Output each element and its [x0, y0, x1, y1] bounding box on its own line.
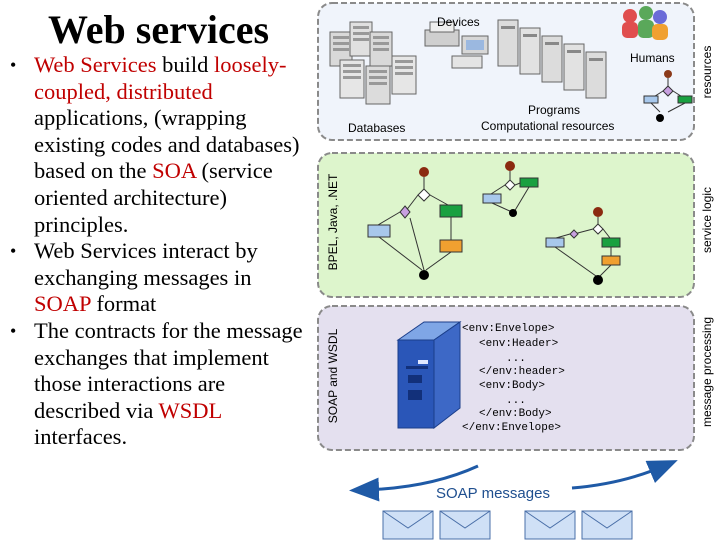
bullet-1-seg-5: SOA [152, 158, 196, 184]
workflow-diagram-3 [545, 207, 621, 285]
bullet-1-seg-3: loosely-coupled, distributed [34, 52, 287, 104]
message-envelopes [382, 510, 633, 540]
computational-resources-label: Computational resources [481, 119, 614, 133]
database-servers-icon [329, 21, 417, 105]
code-line-8: </env:Envelope> [462, 422, 561, 434]
code-line-2: <env:Header> [479, 338, 558, 350]
databases-label: Databases [348, 121, 405, 135]
bullet-dot-icon: • [10, 320, 17, 341]
devices-icon [424, 21, 489, 69]
soap-wsdl-label: SOAP and WSDL [326, 328, 340, 423]
code-line-5: <env:Body> [479, 380, 545, 392]
code-line-1: <env:Envelope> [462, 323, 554, 335]
bullet-3-text: The contracts for the message exchanges … [34, 318, 303, 449]
bullet-3-seg-1: The contracts for the message exchanges … [34, 317, 303, 423]
bullet-1-seg-6: (service oriented architecture) principl… [34, 158, 273, 237]
bullet-web-services-build: • Web Services build loosely-coupled, dis… [8, 52, 308, 238]
envelope-icon [581, 510, 633, 540]
resources-side-label: resources [700, 46, 714, 99]
bullet-dot-icon: • [10, 241, 17, 262]
bullet-1-seg-4: applications, (wrapping existing codes a… [34, 105, 300, 184]
bullet-1-seg-2: build [156, 52, 215, 77]
programs-flow-icon [643, 70, 693, 122]
envelope-icon [439, 510, 491, 540]
code-line-4: </env:header> [479, 366, 565, 378]
workflow-diagram-2 [482, 161, 539, 217]
code-line-3: ... [506, 353, 526, 365]
resources-panel [317, 2, 695, 141]
bullet-1-text: Web Services build loosely-coupled, dist… [34, 52, 300, 237]
humans-label: Humans [630, 51, 675, 65]
bullet-2-text: Web Services interact by exchanging mess… [34, 238, 258, 316]
bullet-list: • Web Services build loosely-coupled, dis… [8, 52, 308, 451]
service-logic-side-label: service logic [700, 187, 714, 253]
left-arrow-icon [349, 464, 479, 502]
soap-envelope-code: <env:Envelope> <env:Header> ... </env:he… [462, 323, 565, 434]
bullet-interact-messages: • Web Services interact by exchanging mes… [8, 238, 308, 318]
bullet-dot-icon: • [10, 55, 17, 75]
service-logic-panel [317, 152, 695, 298]
bullet-2-seg-3: format [90, 291, 157, 317]
bullet-contracts-wsdl: • The contracts for the message exchanges… [8, 318, 308, 451]
message-processing-side-label: message processing [700, 317, 714, 427]
bullet-3-seg-3: interfaces. [34, 424, 128, 450]
workflow-diagram-1 [367, 167, 463, 280]
humans-icon [622, 6, 668, 40]
computational-servers-icon [497, 19, 607, 99]
code-line-7: </env:Body> [479, 408, 552, 420]
soap-messages-label: SOAP messages [436, 485, 550, 502]
bullet-3-seg-2: WSDL [158, 397, 222, 423]
devices-label: Devices [437, 15, 480, 29]
bullet-2-seg-1: Web Services interact by exchanging mess… [34, 238, 258, 290]
right-arrow-icon [571, 460, 678, 490]
server-box-icon [396, 321, 462, 430]
bullet-1-seg-1: Web Services [34, 52, 157, 77]
code-line-6: ... [506, 395, 526, 407]
envelope-icon [524, 510, 576, 540]
bullet-2-seg-2: SOAP [34, 291, 91, 317]
programs-label: Programs [528, 103, 580, 117]
bpel-java-net-label: BPEL, Java, .NET [326, 173, 340, 270]
slide-title: Web services [48, 7, 270, 52]
envelope-icon [382, 510, 434, 540]
